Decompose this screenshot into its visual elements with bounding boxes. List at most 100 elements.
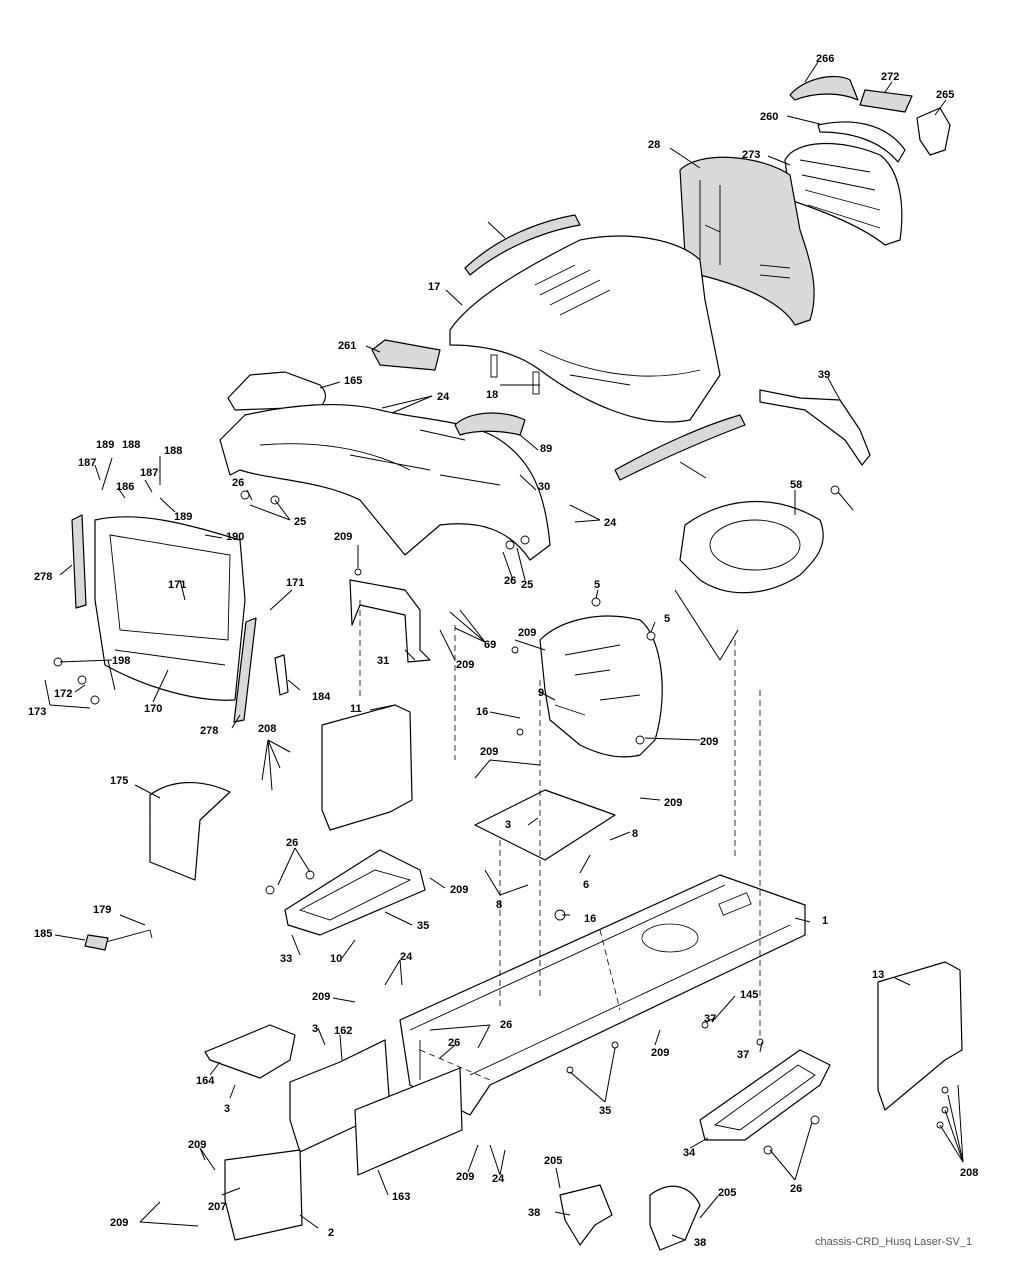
footrest-right-inner <box>713 1064 816 1131</box>
label-10: 10 <box>330 953 342 965</box>
part-265-bar <box>233 617 257 723</box>
part-184 <box>274 654 289 696</box>
label-37-b: 37 <box>737 1049 749 1061</box>
label-24-d: 24 <box>492 1173 505 1185</box>
label-189-b: 189 <box>174 511 192 523</box>
label-37-a: 37 <box>704 1013 716 1025</box>
frame-rail-detail <box>409 884 791 1080</box>
part-28-front-shell <box>679 156 815 326</box>
part-266-bar <box>71 514 87 609</box>
label-28: 28 <box>648 139 660 151</box>
part-2 <box>224 1149 303 1241</box>
label-205-a: 205 <box>544 1155 562 1167</box>
label-209-g: 209 <box>450 884 468 896</box>
label-8-a: 8 <box>632 828 638 840</box>
label-184: 184 <box>312 691 331 703</box>
part-163 <box>354 1067 463 1176</box>
part-38-left <box>559 1184 613 1246</box>
part-170-frame <box>94 516 246 701</box>
fender-detail <box>259 429 501 486</box>
part-17-hood <box>449 235 721 423</box>
label-163: 163 <box>392 1191 410 1203</box>
part-273-rail <box>464 214 581 276</box>
label-5-a: 5 <box>594 579 600 591</box>
label-24-a: 24 <box>437 391 450 403</box>
label-69: 69 <box>484 639 496 651</box>
part-6-plate <box>474 789 616 861</box>
label-261: 273 <box>742 149 760 161</box>
label-5-b: 5 <box>664 613 670 625</box>
basin-opening <box>709 519 801 571</box>
part-33-footrest <box>284 849 426 936</box>
label-162: 162 <box>334 1025 352 1037</box>
part-272-rail <box>614 414 746 481</box>
label-208-a: 208 <box>258 723 276 735</box>
label-25-a: 25 <box>294 516 306 528</box>
label-26-d: 26 <box>500 1019 512 1031</box>
part-38-right <box>649 1185 701 1251</box>
label-35-b: 35 <box>599 1105 611 1117</box>
label-198: 198 <box>112 655 130 667</box>
hood-vents <box>534 264 611 316</box>
hood-side <box>539 349 701 386</box>
label-186: 186 <box>116 481 134 493</box>
label-209-d: 209 <box>700 736 718 748</box>
part-175 <box>149 782 231 881</box>
label-208-b: 208 <box>960 1167 978 1179</box>
label-209-j: 209 <box>188 1139 206 1151</box>
label-190: 190 <box>226 531 244 543</box>
part-256-cover <box>371 339 441 371</box>
label-266: 278 <box>34 571 52 583</box>
part-drawings <box>53 75 963 1251</box>
label-3-b: 3 <box>312 1023 318 1035</box>
part-30-fender <box>219 403 551 561</box>
frame-hole <box>641 923 699 953</box>
label-207: 207 <box>208 1201 226 1213</box>
label-164: 164 <box>196 1075 215 1087</box>
label-209-a: 209 <box>334 531 352 543</box>
label-259: 266 <box>816 53 834 65</box>
label-34: 34 <box>683 1147 696 1159</box>
label-6: 6 <box>583 879 589 891</box>
part-11-panel <box>321 704 413 831</box>
grille-slots <box>799 159 881 229</box>
part-259 <box>789 75 859 101</box>
label-26-f: 26 <box>790 1183 802 1195</box>
label-31: 31 <box>377 655 389 667</box>
assembly-lines <box>359 600 761 1081</box>
label-13: 13 <box>872 969 884 981</box>
label-171-b: 171 <box>286 577 304 589</box>
label-11: 11 <box>350 703 362 715</box>
label-188-a: 188 <box>122 439 140 451</box>
label-24-b: 24 <box>604 517 617 529</box>
label-209-h: 209 <box>312 991 330 1003</box>
label-9: 9 <box>538 687 544 699</box>
label-173: 173 <box>28 706 46 718</box>
label-209-f: 209 <box>664 797 682 809</box>
label-39: 39 <box>818 369 830 381</box>
label-256: 261 <box>338 340 356 352</box>
label-58: 58 <box>790 479 802 491</box>
part-185-handle <box>84 934 109 951</box>
label-8-b: 8 <box>496 899 502 911</box>
label-209-c: 209 <box>456 659 474 671</box>
label-38-a: 38 <box>528 1207 540 1219</box>
diagram-caption: chassis-CRD_Husq Laser-SV_1 <box>815 1236 973 1248</box>
part-13-panel <box>877 961 963 1111</box>
label-3-c: 3 <box>224 1103 230 1115</box>
frame-inner <box>109 534 231 666</box>
label-172: 172 <box>54 688 72 700</box>
label-1: 1 <box>822 915 828 927</box>
label-179: 179 <box>93 904 111 916</box>
footrest-inner <box>298 869 412 921</box>
part-258 <box>916 107 951 156</box>
part-31-bracket <box>349 579 431 663</box>
label-26-e: 26 <box>448 1037 460 1049</box>
label-17: 17 <box>428 281 440 293</box>
label-33: 33 <box>280 953 292 965</box>
part-9-panel <box>539 615 663 758</box>
label-26-b: 26 <box>504 575 516 587</box>
part-58-basin <box>679 500 824 594</box>
label-175: 175 <box>110 775 128 787</box>
